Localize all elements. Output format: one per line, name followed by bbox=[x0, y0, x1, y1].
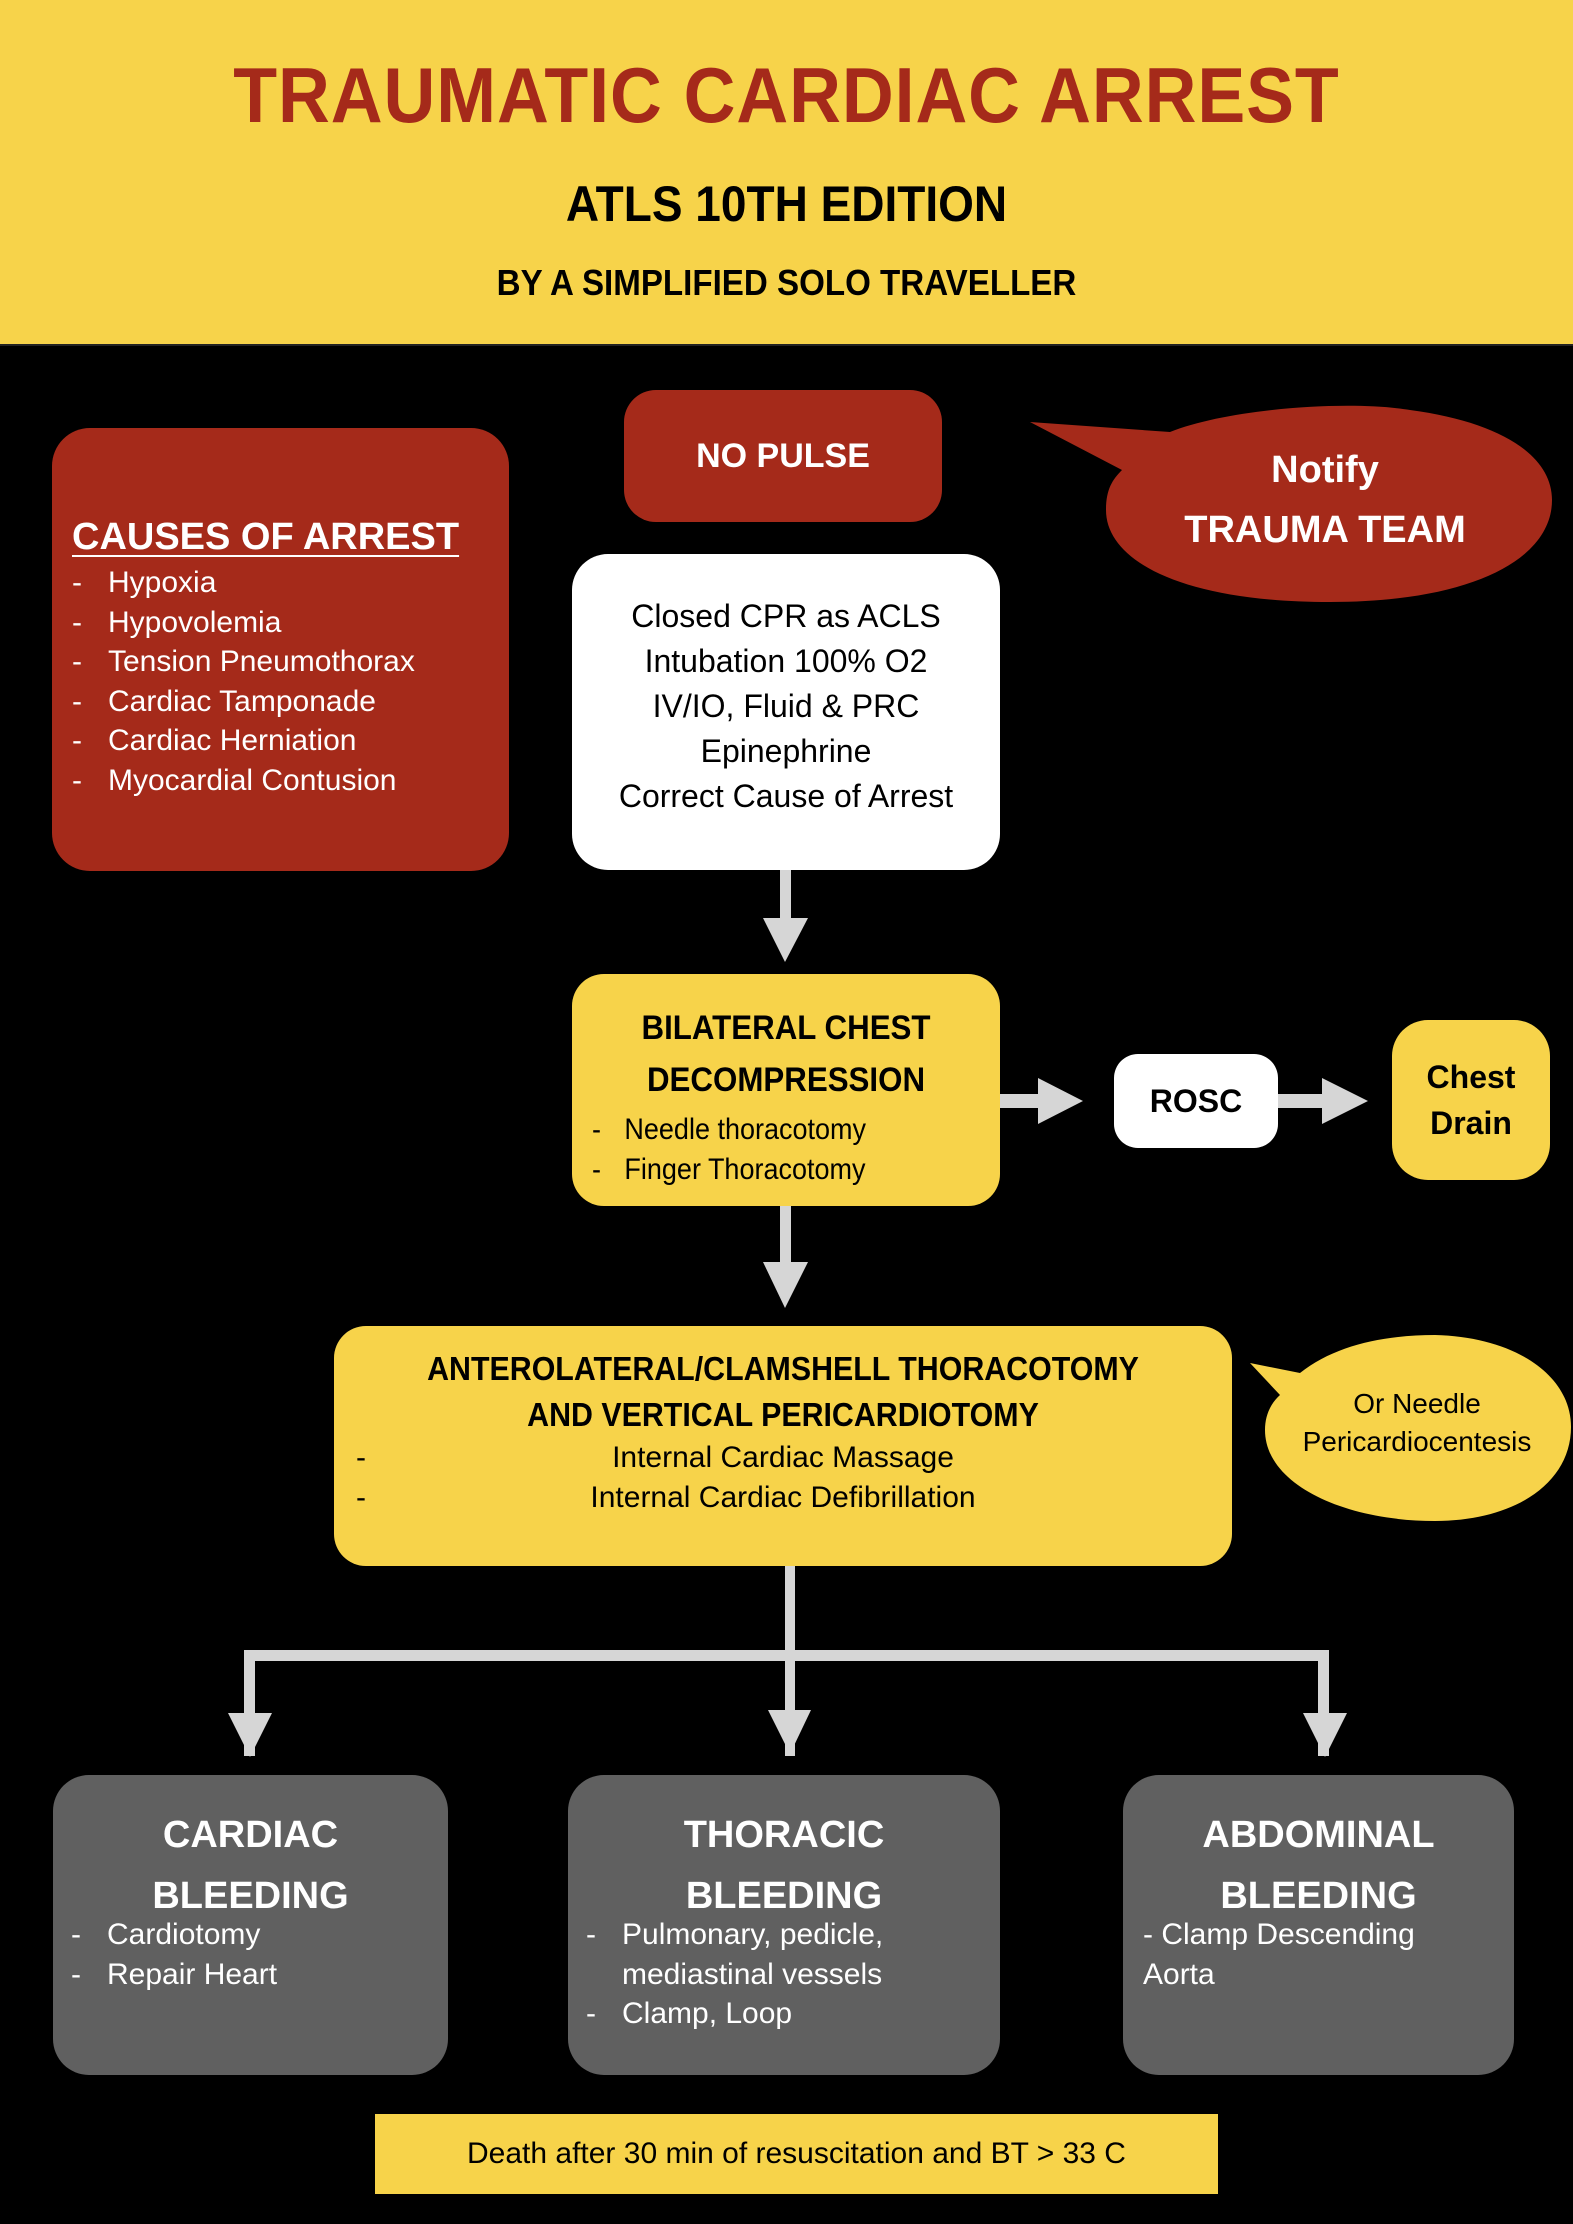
bilateral-item: -Needle thoracotomy bbox=[592, 1113, 867, 1146]
connector-branch-horizontal bbox=[244, 1650, 1328, 1661]
arrowhead-to-thoracic bbox=[768, 1710, 811, 1754]
bilateral-title: BILATERAL CHEST DECOMPRESSION bbox=[641, 1009, 931, 1099]
rosc-label: ROSC bbox=[1149, 1082, 1243, 1119]
no-pulse-node: NO PULSE bbox=[624, 390, 942, 522]
footer-text: Death after 30 min of resuscitation and … bbox=[467, 2137, 1126, 2170]
rosc-node: ROSC bbox=[1114, 1054, 1278, 1148]
connector-cpr-to-bilateral bbox=[780, 870, 791, 922]
cpr-line: Epinephrine bbox=[700, 732, 872, 769]
page-title: TRAUMATIC CARDIAC ARREST bbox=[233, 51, 1340, 139]
cardiac-bleeding-title: CARDIAC BLEEDING bbox=[152, 1814, 349, 1917]
notify-line-1: Notify bbox=[1271, 449, 1379, 491]
causes-of-arrest-box: CAUSES OF ARREST -Hypoxia -Hypovolemia -… bbox=[52, 428, 509, 871]
bilateral-chest-decompression-box: BILATERAL CHEST DECOMPRESSION -Needle th… bbox=[572, 974, 1000, 1206]
bilateral-list: -Needle thoracotomy -Finger Thoracotomy bbox=[592, 1110, 866, 1190]
notify-line-2: TRAUMA TEAM bbox=[1184, 509, 1466, 551]
cardiac-item: -Cardiotomy bbox=[71, 1918, 261, 1951]
abdominal-bleeding-text: - Clamp Descending Aorta bbox=[1143, 1918, 1415, 1991]
cause-item: -Hypoxia bbox=[72, 566, 217, 599]
no-pulse-label: NO PULSE bbox=[696, 436, 870, 475]
notify-bubble-shape bbox=[1030, 405, 1552, 602]
cpr-line: Correct Cause of Arrest bbox=[618, 777, 954, 814]
cpr-line: Closed CPR as ACLS bbox=[631, 597, 941, 634]
connector-rosc-to-chestdrain bbox=[1278, 1094, 1324, 1108]
needle-speech-bubble bbox=[1250, 1335, 1571, 1521]
notify-speech-bubble bbox=[1030, 405, 1552, 602]
thoracic-item: -Pulmonary, pedicle, mediastinal vessels bbox=[586, 1918, 884, 1991]
abdominal-bleeding-box: ABDOMINAL BLEEDING - Clamp Descending Ao… bbox=[1123, 1775, 1514, 2075]
connector-bilateral-to-thoracotomy bbox=[780, 1206, 791, 1266]
arrowhead-to-abdominal bbox=[1303, 1713, 1347, 1757]
needle-bubble-shape bbox=[1250, 1335, 1571, 1521]
connector-bilateral-to-rosc bbox=[1000, 1094, 1040, 1108]
cpr-line: Intubation 100% O2 bbox=[644, 642, 928, 679]
thoracotomy-item: Internal Cardiac Massage bbox=[612, 1441, 954, 1474]
arrowhead-bilateral-to-thoracotomy bbox=[763, 1262, 808, 1308]
thoracic-bleeding-box: THORACIC BLEEDING -Pulmonary, pedicle, m… bbox=[568, 1775, 1000, 2075]
abdominal-bleeding-title: ABDOMINAL BLEEDING bbox=[1202, 1814, 1435, 1917]
connector-thoracotomy-trunk bbox=[785, 1566, 795, 1756]
chest-drain-node: Chest Drain bbox=[1392, 1020, 1550, 1180]
cause-item: -Cardiac Herniation bbox=[72, 724, 357, 757]
header-banner: TRAUMATIC CARDIAC ARREST ATLS 10TH EDITI… bbox=[0, 0, 1573, 346]
bullet-dash: - bbox=[356, 1481, 366, 1514]
cpr-line: IV/IO, Fluid & PRC bbox=[652, 687, 920, 724]
arrowhead-cpr-to-bilateral bbox=[763, 918, 808, 962]
cause-item: -Hypovolemia bbox=[72, 605, 282, 639]
arrowhead-bilateral-to-rosc bbox=[1038, 1078, 1083, 1124]
causes-list: -Hypoxia -Hypovolemia -Tension Pneumotho… bbox=[72, 563, 415, 800]
thoracotomy-title: ANTEROLATERAL/CLAMSHELL THORACOTOMY AND … bbox=[427, 1350, 1139, 1433]
page-subtitle: ATLS 10TH EDITION bbox=[565, 176, 1008, 232]
needle-note-text: Or Needle Pericardiocentesis bbox=[1302, 1388, 1532, 1457]
notify-text: Notify TRAUMA TEAM bbox=[1100, 440, 1550, 560]
cause-item: -Cardiac Tamponade bbox=[72, 684, 376, 718]
thoracic-item: -Clamp, Loop bbox=[586, 1997, 793, 2030]
arrowhead-rosc-to-chestdrain bbox=[1322, 1078, 1368, 1124]
causes-title: CAUSES OF ARREST bbox=[72, 516, 460, 558]
closed-cpr-box: Closed CPR as ACLS Intubation 100% O2 IV… bbox=[572, 554, 1000, 870]
arrowhead-to-cardiac bbox=[228, 1713, 272, 1757]
cause-item: -Myocardial Contusion bbox=[72, 763, 397, 797]
cause-item: -Tension Pneumothorax bbox=[72, 645, 415, 678]
cardiac-bleeding-box: CARDIAC BLEEDING -Cardiotomy -Repair Hea… bbox=[53, 1775, 448, 2075]
thoracic-bleeding-list: -Pulmonary, pedicle, mediastinal vessels… bbox=[586, 1915, 883, 2034]
bullet-dash: - bbox=[356, 1441, 366, 1474]
cardiac-item: -Repair Heart bbox=[71, 1957, 278, 1991]
bilateral-item: -Finger Thoracotomy bbox=[592, 1153, 866, 1186]
cardiac-bleeding-list: -Cardiotomy -Repair Heart bbox=[71, 1915, 277, 1994]
thoracotomy-box: ANTEROLATERAL/CLAMSHELL THORACOTOMY AND … bbox=[334, 1326, 1232, 1566]
connector-branch-left bbox=[244, 1650, 255, 1756]
thoracic-bleeding-title: THORACIC BLEEDING bbox=[683, 1814, 885, 1917]
author-byline: BY A SIMPLIFIED SOLO TRAVELLER bbox=[496, 262, 1077, 303]
death-criteria-footer: Death after 30 min of resuscitation and … bbox=[375, 2114, 1218, 2194]
thoracotomy-item: Internal Cardiac Defibrillation bbox=[590, 1481, 976, 1514]
connector-branch-right bbox=[1318, 1650, 1329, 1756]
